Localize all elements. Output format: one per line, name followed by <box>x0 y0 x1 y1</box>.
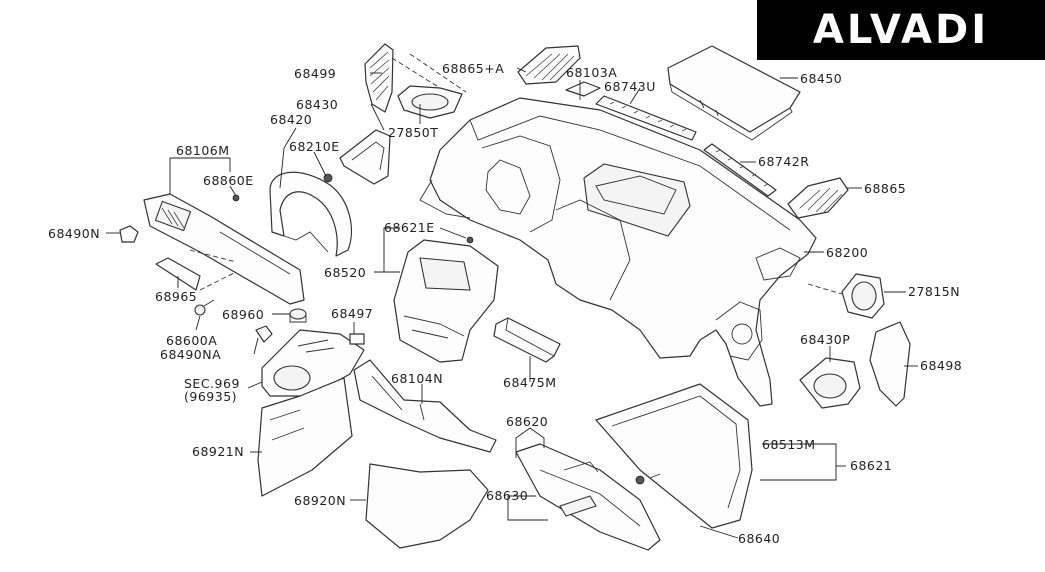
part-68620-drawing <box>515 443 661 551</box>
part-68640-drawing <box>595 383 753 529</box>
label-68600A: 68600A <box>166 333 217 348</box>
label-68965: 68965 <box>155 289 197 304</box>
label-68620: 68620 <box>506 414 548 429</box>
part-68497-drawing <box>349 333 365 345</box>
label-68210E: 68210E <box>289 139 340 154</box>
label-68920N: 68920N <box>294 493 346 508</box>
label-68499: 68499 <box>294 66 336 81</box>
label-96935: (96935) <box>184 389 237 404</box>
part-sec969-console-drawing <box>261 329 365 397</box>
label-68103A: 68103A <box>566 65 617 80</box>
part-68865-drawing <box>787 177 849 219</box>
label-68420: 68420 <box>270 112 312 127</box>
part-68498-drawing <box>869 321 911 407</box>
label-68621E: 68621E <box>384 220 435 235</box>
label-68865: 68865 <box>864 181 906 196</box>
part-68600A-drawing <box>194 299 215 316</box>
label-68490N: 68490N <box>48 226 100 241</box>
part-68200-instrument-panel-drawing <box>419 97 817 407</box>
label-68490NA: 68490NA <box>160 347 221 362</box>
label-68430: 68430 <box>296 97 338 112</box>
part-68865A-drawing <box>517 45 581 85</box>
part-68104N-drawing <box>353 359 497 453</box>
label-68200: 68200 <box>826 245 868 260</box>
label-27815N: 27815N <box>908 284 960 299</box>
label-68106M: 68106M <box>176 143 230 158</box>
label-68743U: 68743U <box>604 79 656 94</box>
part-68742R-drawing <box>703 143 777 197</box>
part-68430-drawing <box>339 129 391 185</box>
part-68965-drawing <box>155 249 237 291</box>
part-27850T-drawing <box>391 53 467 119</box>
part-68921N-drawing <box>257 377 353 497</box>
part-68743U-drawing <box>595 95 697 141</box>
label-68960: 68960 <box>222 307 264 322</box>
label-sec969: SEC.969 <box>184 376 240 391</box>
label-68621: 68621 <box>850 458 892 473</box>
part-68960-drawing <box>289 308 307 323</box>
label-68513M: 68513M <box>762 437 816 452</box>
label-68475M: 68475M <box>503 375 557 390</box>
part-68106M-drawing <box>143 193 305 305</box>
part-68475M-drawing <box>493 317 561 363</box>
label-68921N: 68921N <box>192 444 244 459</box>
label-68104N: 68104N <box>391 371 443 386</box>
label-68497: 68497 <box>331 306 373 321</box>
label-68520: 68520 <box>324 265 366 280</box>
label-68450: 68450 <box>800 71 842 86</box>
part-68420-drawing <box>269 171 352 257</box>
label-68865A: 68865+A <box>442 61 504 76</box>
label-68640: 68640 <box>738 531 780 546</box>
label-27850T: 27850T <box>388 125 438 140</box>
label-68742R: 68742R <box>758 154 809 169</box>
brand-logo-text: ALVADI <box>812 7 990 53</box>
brand-logo: ALVADI <box>757 0 1045 60</box>
part-27815N-drawing <box>807 273 885 319</box>
part-68490N-drawing <box>119 225 139 243</box>
part-68499-drawing <box>364 43 394 113</box>
label-68860E: 68860E <box>203 173 254 188</box>
label-68430P: 68430P <box>800 332 850 347</box>
part-68430P-drawing <box>799 357 861 409</box>
part-68450-drawing <box>667 45 801 141</box>
part-68920N-drawing <box>365 463 489 549</box>
part-68103A-drawing <box>565 81 601 100</box>
part-68520-drawing <box>393 236 499 363</box>
part-labels: 68499 68865+A 68103A 68743U 68450 68430 … <box>48 61 962 546</box>
label-68498: 68498 <box>920 358 962 373</box>
leader-lines <box>106 67 918 539</box>
part-68490NA-drawing <box>255 325 273 343</box>
label-68630: 68630 <box>486 488 528 503</box>
